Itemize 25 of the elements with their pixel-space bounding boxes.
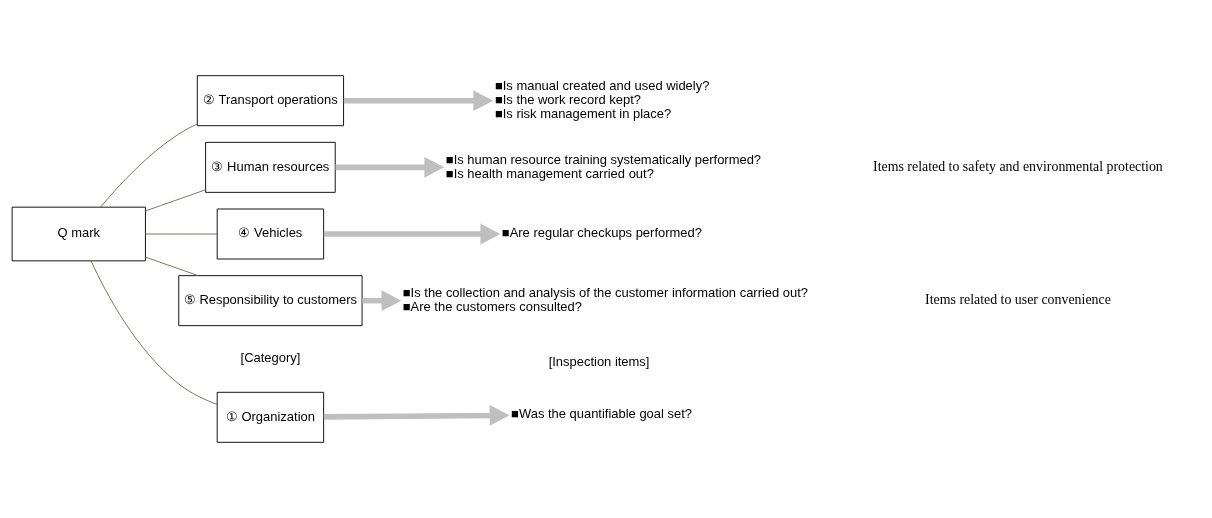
node-text: ■Are regular checkups performed? bbox=[501, 225, 702, 241]
arrow bbox=[323, 405, 510, 426]
node-box: ④ Vehicles bbox=[216, 208, 325, 260]
connector bbox=[145, 256, 199, 277]
arrow bbox=[335, 156, 445, 178]
connector bbox=[100, 123, 198, 208]
label: [Inspection items] bbox=[548, 354, 650, 370]
node-box: ① Organization bbox=[216, 391, 325, 443]
node-text: ■Is manual created and used widely? ■Is the work record kept? ■Is risk management in place? bbox=[494, 78, 710, 122]
node-box: ② Transport operations bbox=[196, 75, 344, 127]
label: Items related to safety and environmental protection bbox=[873, 158, 1163, 174]
arrow bbox=[343, 90, 494, 112]
arrow bbox=[323, 223, 501, 245]
node-text: ■Is human resource training systematically performed? ■Is health management carried out? bbox=[445, 151, 762, 181]
label: Items related to user convenience bbox=[925, 291, 1111, 307]
node-box: Q mark bbox=[11, 206, 146, 262]
connector bbox=[145, 233, 218, 235]
node-box: ③ Human resources bbox=[205, 141, 336, 193]
arrow bbox=[362, 290, 402, 312]
label: [Category] bbox=[240, 350, 301, 366]
node-text: ■Was the quantifiable goal set? bbox=[511, 405, 692, 421]
connector bbox=[90, 260, 218, 405]
node-text: ■Is the collection and analysis of the customer information carried out? ■Are the customers consulted? bbox=[402, 285, 809, 315]
connector bbox=[145, 189, 206, 212]
node-box: ⑤ Responsibility to customers bbox=[178, 275, 363, 327]
